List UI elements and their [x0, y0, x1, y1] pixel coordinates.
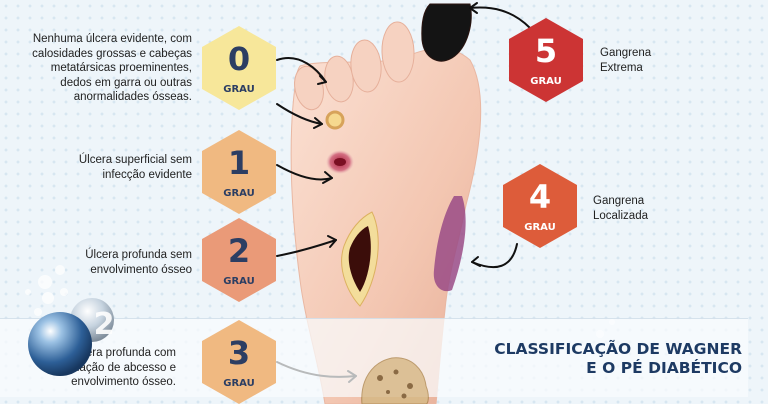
- grade-0-number: 0: [228, 40, 250, 78]
- grade-5-hexagon: [509, 18, 583, 102]
- grade-4-description-line: Localizada: [593, 209, 648, 222]
- grade-4-number: 4: [529, 178, 551, 216]
- grade-3-description-line: formação de abcesso e: [56, 361, 176, 374]
- grade-2-description-line: envolvimento ósseo: [90, 263, 192, 276]
- callus-mark: [325, 110, 345, 130]
- grade-0-description-line: calosidades grossas e cabeças: [32, 47, 192, 60]
- grade-3-hexagon: [202, 320, 276, 404]
- grade-3-description-line: envolvimento ósseo.: [71, 376, 176, 388]
- grade-5-number: 5: [535, 32, 557, 70]
- grade-0-badge: 0 GRAU: [202, 26, 276, 110]
- grade-1-description-line: Úlcera superficial sem: [78, 154, 192, 166]
- toe-3: [350, 39, 382, 93]
- svg-text:2: 2: [94, 307, 115, 342]
- grade-4-hexagon: [503, 164, 577, 248]
- localized-gangrene: [433, 196, 466, 292]
- arrowhead-grade-0-toes: [317, 75, 327, 85]
- grade-4-badge: 4 GRAU: [503, 164, 577, 248]
- arrowhead-grade-5: [469, 2, 478, 14]
- grade-5-description: Gangrena Extrema: [600, 46, 651, 75]
- arrow-grade-0-callus: [276, 103, 323, 125]
- grade-5-label: GRAU: [530, 76, 561, 87]
- title-banner: [0, 318, 748, 397]
- arrowhead-grade-0-callus: [313, 117, 323, 129]
- grade-1-description: Úlcera superficial sem infecção evidente: [79, 153, 192, 182]
- grade-3-number: 3: [228, 334, 250, 372]
- page-title: CLASSIFICAÇÃO DE WAGNER E O PÉ DIABÉTICO: [494, 340, 742, 378]
- grade-3-description-line: Úlcera profunda com: [69, 347, 176, 359]
- grade-0-description-line: anormalidades ósseas.: [73, 91, 192, 103]
- page-title-line2: E O PÉ DIABÉTICO: [586, 359, 742, 377]
- grade-0-description: Nenhuma úlcera evidente, com calosidades…: [32, 32, 192, 105]
- grade-4-label: GRAU: [524, 222, 555, 233]
- grade-5-description-line: Gangrena: [600, 47, 652, 59]
- deep-ulcer-core: [348, 226, 371, 292]
- big-toe-gangrene: [421, 3, 472, 62]
- grade-2-label: GRAU: [223, 276, 254, 287]
- grade-3-description: Úlcera profunda com formação de abcesso …: [56, 346, 176, 390]
- grade-0-label: GRAU: [223, 84, 254, 95]
- grade-0-hexagon: [202, 26, 276, 110]
- grade-1-hexagon: [202, 130, 276, 214]
- grade-2-description-line: Úlcera profunda sem: [85, 249, 192, 261]
- grade-3-badge: 3 GRAU: [202, 320, 276, 404]
- grade-1-number: 1: [228, 144, 250, 182]
- grade-4-description-line: Gangrena: [593, 195, 645, 207]
- grade-5-description-line: Extrema: [600, 61, 643, 74]
- grade-0-description-line: dedos em garra ou outras: [60, 76, 192, 89]
- grade-1-label: GRAU: [223, 188, 254, 199]
- arrowhead-grade-1: [322, 171, 333, 184]
- page-title-line1: CLASSIFICAÇÃO DE WAGNER: [494, 340, 742, 358]
- grade-1-badge: 1 GRAU: [202, 130, 276, 214]
- toe-5: [294, 65, 324, 111]
- grade-5-badge: 5 GRAU: [509, 18, 583, 102]
- arrow-grade-2: [276, 239, 337, 257]
- grade-4-description: Gangrena Localizada: [593, 194, 648, 223]
- grade-0-description-line: metatársicas proeminentes,: [50, 62, 192, 74]
- toes: [294, 3, 472, 111]
- abscess-texture-overlay: [377, 369, 413, 399]
- grade-2-description: Úlcera profunda sem envolvimento ósseo: [85, 248, 192, 277]
- toe-2: [381, 21, 415, 83]
- grade-0-description-line: Nenhuma úlcera evidente, com: [32, 33, 192, 45]
- grade-2-hexagon: [202, 218, 276, 302]
- grade-2-number: 2: [228, 232, 250, 270]
- grade-2-badge: 2 GRAU: [202, 218, 276, 302]
- arrow-grade-5: [469, 6, 531, 29]
- heel-abscess-overlay: [361, 357, 429, 404]
- grade-1-description-line: infecção evidente: [102, 168, 192, 181]
- arrowhead-grade-2: [327, 235, 337, 248]
- arrow-grade-1: [276, 164, 333, 181]
- logo-spheres: 2: [28, 298, 114, 376]
- grade-3-label: GRAU: [223, 378, 254, 389]
- superficial-ulcer-core: [334, 158, 346, 166]
- arrowhead-grade-4: [471, 256, 481, 267]
